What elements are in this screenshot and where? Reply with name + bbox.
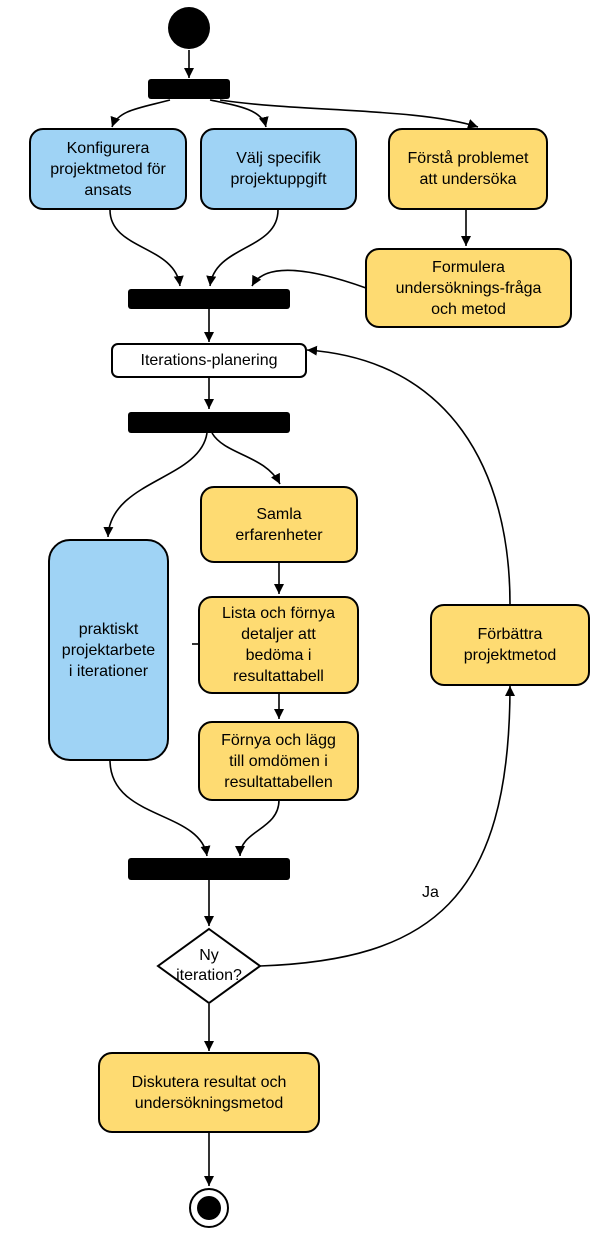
decision-diamond	[156, 927, 262, 1005]
join-bar-2	[128, 858, 290, 880]
node-valj-projektuppgift: Välj specifik projektuppgift	[200, 128, 357, 210]
edge-fork1-konfigurera	[110, 99, 171, 128]
edge-label-ja: Ja	[420, 884, 441, 902]
node-iterationsplanering: Iterations-planering	[111, 343, 307, 378]
edge-fork1-forsta	[219, 99, 479, 129]
fork-bar-1	[148, 79, 230, 99]
edge-formulera-fork2	[251, 269, 367, 289]
edge-decision-forbattra	[259, 685, 515, 967]
edge-fork1-valj	[209, 99, 269, 128]
edge-fork3-praktiskt	[103, 432, 208, 538]
decision-label: Ny iteration?	[176, 947, 242, 984]
edge-forbattra-iterplan	[306, 345, 511, 605]
node-fornya-och-lagg: Förnya och lägg till omdömen i resultatt…	[198, 721, 359, 801]
node-samla-erfarenheter: Samla erfarenheter	[200, 486, 358, 563]
fork-bar-2	[128, 412, 290, 433]
edge-fork3-samla	[211, 432, 281, 485]
edge-valj-fork2	[206, 209, 279, 287]
node-forbattra-projektmetod: Förbättra projektmetod	[430, 604, 590, 686]
initial-node	[168, 7, 210, 49]
node-konfigurera: Konfigurera projektmetod för ansats	[29, 128, 187, 210]
edge-praktiskt-fork4	[109, 759, 211, 857]
node-diskutera-resultat: Diskutera resultat och undersökningsmeto…	[98, 1052, 320, 1133]
node-lista-och-fornya: Lista och förnya detaljer att bedöma i r…	[198, 596, 359, 694]
join-bar-1	[128, 289, 290, 309]
edge-fornya-fork4	[235, 799, 280, 857]
node-formulera: Formulera undersöknings-fråga och metod	[365, 248, 572, 328]
edge-konfigurera-fork2	[109, 209, 184, 287]
node-forsta-problemet: Förstå problemet att undersöka	[388, 128, 548, 210]
final-node-core	[197, 1196, 221, 1220]
node-praktiskt-projektarbete: praktiskt projektarbete i iterationer	[48, 539, 169, 761]
